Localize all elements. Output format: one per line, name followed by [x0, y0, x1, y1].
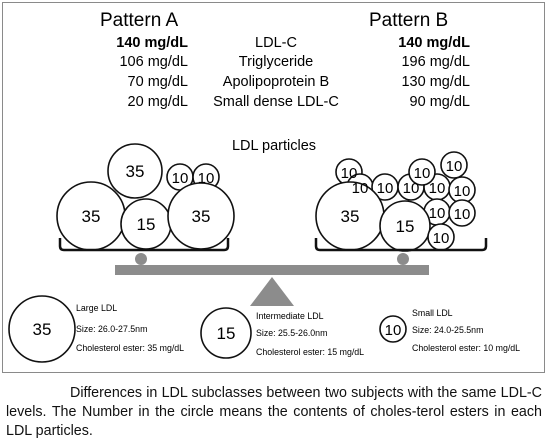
particles-heading: LDL particles [232, 138, 316, 154]
pattern-a-label-6: 35 [192, 207, 211, 226]
caption-text: Differences in LDL subclasses between tw… [6, 385, 542, 439]
pattern-b-sdldl: 90 mg/dL [410, 94, 470, 110]
pattern-a-label-2: 10 [172, 170, 189, 187]
pattern-a-label-5: 15 [137, 215, 156, 234]
pattern-b-pivot [397, 253, 409, 265]
pattern-b-label-6: 10 [446, 158, 463, 175]
pattern-a-pivot [135, 253, 147, 265]
legend-large-ldl-ester: Cholesterol ester: 35 mg/dL [76, 343, 184, 353]
pattern-a-label-1: 35 [126, 162, 145, 181]
legend-intermediate-ldl-ester: Cholesterol ester: 15 mg/dL [256, 347, 364, 357]
legend-intermediate-ldl-size: Size: 25.5-26.0nm [256, 328, 327, 338]
legend-small-ldl-value: 10 [385, 322, 402, 339]
measure-triglyceride: Triglyceride [239, 54, 313, 70]
pattern-b-small-ldl-9 [448, 199, 476, 227]
pattern-a-sdldl: 20 mg/dL [128, 94, 188, 110]
pattern-a-large-ldl-top [107, 143, 163, 199]
pattern-b-triglyceride: 196 mg/dL [401, 54, 470, 70]
legend-intermediate-ldl-circle [200, 307, 252, 359]
pattern-b-label-12: 10 [433, 230, 450, 247]
pattern-b-title: Pattern B [369, 10, 448, 31]
measure-apob: Apolipoprotein B [223, 74, 329, 90]
figure-frame [2, 2, 545, 373]
legend-intermediate-ldl-name: Intermediate LDL [256, 311, 324, 321]
pattern-a-label-3: 10 [198, 170, 215, 187]
pattern-b-label-7: 10 [454, 183, 471, 200]
pattern-b-small-ldl-11 [408, 158, 436, 186]
balance-beam [115, 265, 429, 275]
pattern-b-pan [314, 238, 488, 252]
legend-small-ldl-circle [379, 315, 407, 343]
pattern-b-label-9: 10 [454, 206, 471, 223]
pattern-a-apob: 70 mg/dL [128, 74, 188, 90]
pattern-b-label-13: 10 [414, 165, 431, 182]
pattern-b-apob: 130 mg/dL [401, 74, 470, 90]
figure-caption: Differences in LDL subclasses between tw… [6, 384, 542, 441]
pattern-a-ldl-c: 140 mg/dL [116, 35, 188, 51]
pattern-b-label-4: 10 [403, 180, 420, 197]
legend-large-ldl-size: Size: 26.0-27.5nm [76, 324, 147, 334]
pattern-a-label-4: 35 [82, 207, 101, 226]
legend-small-ldl-size: Size: 24.0-25.5nm [412, 325, 483, 335]
legend-small-ldl-name: Small LDL [412, 308, 453, 318]
legend-small-ldl-ester: Cholesterol ester: 10 mg/dL [412, 343, 520, 353]
pattern-b-label-5: 10 [429, 180, 446, 197]
pattern-a-title: Pattern A [100, 10, 178, 31]
legend-large-ldl-value: 35 [33, 320, 52, 339]
pattern-a-pan [58, 238, 230, 252]
pattern-b-ldl-c: 140 mg/dL [398, 35, 470, 51]
balance-fulcrum [250, 277, 294, 306]
pattern-b-label-2: 10 [352, 180, 369, 197]
pattern-b-label-1: 10 [341, 165, 358, 182]
measure-ldl-c: LDL-C [255, 35, 297, 51]
legend-intermediate-ldl-value: 15 [217, 324, 236, 343]
pattern-b-label-11: 15 [396, 217, 415, 236]
pattern-b-small-ldl-6 [440, 151, 468, 179]
pattern-a-triglyceride: 106 mg/dL [119, 54, 188, 70]
pattern-b-label-8: 10 [429, 205, 446, 222]
pattern-b-label-10: 35 [341, 207, 360, 226]
legend-large-ldl-circle [8, 295, 76, 363]
pattern-b-label-3: 10 [377, 180, 394, 197]
measure-sdldl: Small dense LDL-C [213, 94, 339, 110]
legend-large-ldl-name: Large LDL [76, 303, 117, 313]
